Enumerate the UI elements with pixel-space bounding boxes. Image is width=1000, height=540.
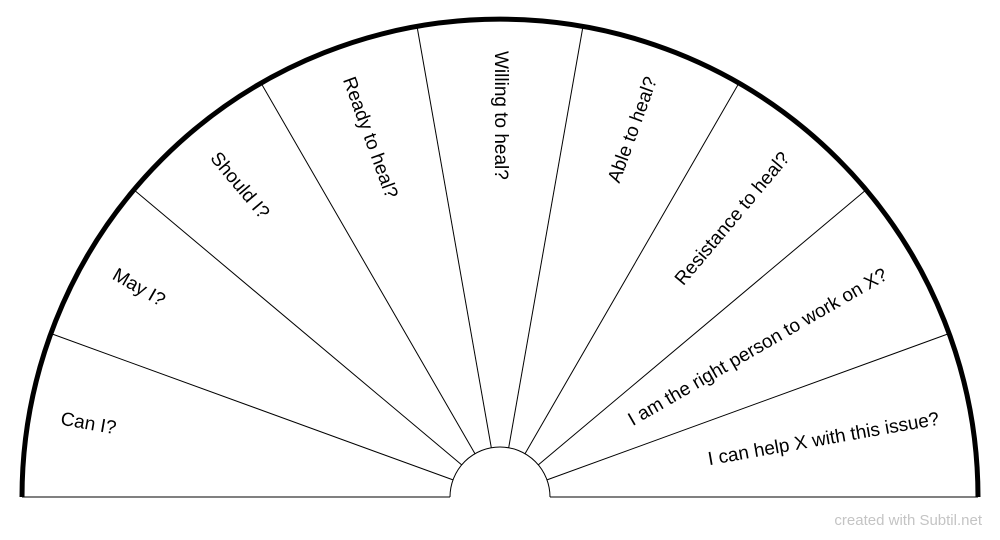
sector-label: Can I?	[59, 409, 118, 439]
chart-labels: Can I? May I? Should I? Ready to heal? Willi…	[59, 51, 941, 470]
sector-label: Willing to heal?	[490, 51, 511, 180]
sector-label: I can help X with this issue?	[706, 409, 941, 470]
outer-arc	[19, 16, 981, 498]
sector-label: May I?	[109, 264, 169, 311]
sector-label: Should I?	[206, 148, 274, 223]
sector-label: Ready to heal?	[338, 74, 401, 201]
sector-divider	[537, 189, 867, 466]
sector-divider	[416, 26, 492, 448]
sector-divider	[508, 26, 584, 448]
sector-divider	[50, 333, 454, 481]
sector-divider	[546, 333, 950, 481]
chart-lines	[19, 16, 981, 498]
sector-label: Able to heal?	[604, 74, 662, 185]
sector-label: I am the right person to work on X?	[625, 264, 892, 430]
sector-divider	[133, 189, 463, 466]
sector-divider	[260, 82, 476, 454]
credit-text: created with Subtil.net	[834, 512, 982, 529]
inner-arc	[449, 446, 551, 498]
sector-divider	[524, 82, 740, 454]
